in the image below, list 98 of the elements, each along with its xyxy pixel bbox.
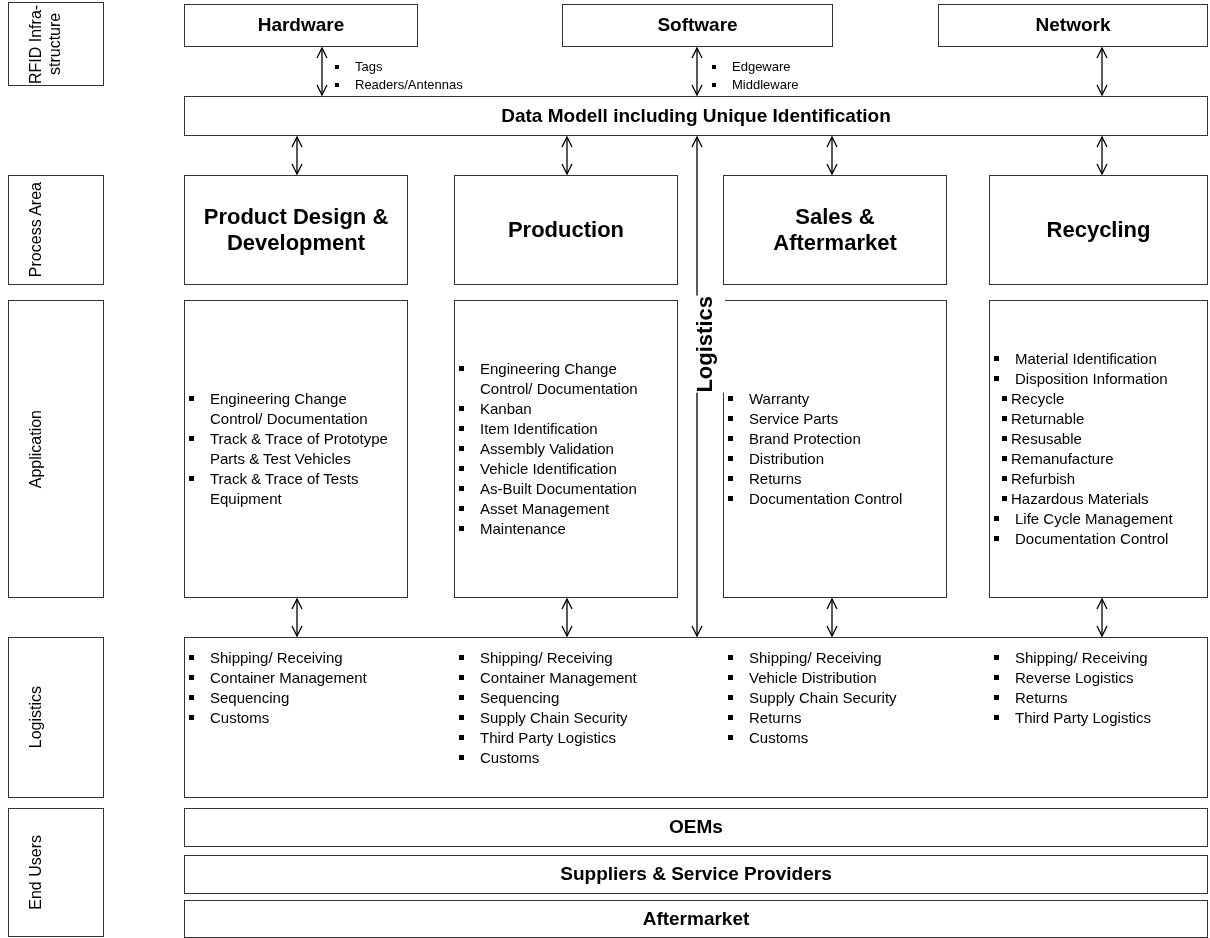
list-item: Hazardous Materials [1011,489,1149,509]
label-box [938,4,1208,47]
label-box [184,808,1208,847]
list-item: Customs [480,748,540,768]
list-item: Shipping/ Receiving [480,648,613,668]
list-box [184,637,1208,798]
label-box [184,4,418,47]
box-title: Recycling [1046,217,1151,243]
list-item: Resusable [1011,429,1082,449]
double-arrow [316,47,328,96]
list-item: Service Parts [749,409,839,429]
list-item: Warranty [749,389,810,409]
list-item: Returns [749,469,802,489]
label-box [989,175,1208,285]
row-header-box [8,300,104,598]
list-item: Engineering Change Control/ Documentation [480,359,639,399]
row-label: RFID Infra- structure [26,3,64,85]
list-item: Vehicle Identification [480,459,617,479]
list-item: Documentation Control [1015,529,1169,549]
box-title: Network [1035,13,1111,38]
box-title: OEMs [669,815,723,840]
list-box [723,300,947,598]
list-item: Distribution [749,449,825,469]
list-item: Shipping/ Receiving [210,648,343,668]
double-arrow [561,598,573,637]
list-item: Asset Management [480,499,610,519]
list-item: Brand Protection [749,429,861,449]
list-item: Vehicle Distribution [749,668,877,688]
box-title: Product Design & Development [202,204,390,256]
box-title: Production [507,217,625,243]
list-item: Track & Trace of Tests Equipment [210,469,360,509]
list-item: Container Management [480,668,637,688]
list-item: Third Party Logistics [1015,708,1151,728]
label-box [184,855,1208,894]
list-item: Returns [1015,688,1068,708]
list-item: Refurbish [1011,469,1076,489]
row-label: Logistics [26,686,45,749]
list-item: Assembly Validation [480,439,614,459]
arrow-note: Middleware [732,77,799,93]
list-item: Documentation Control [749,489,903,509]
list-item: Supply Chain Security [480,708,628,728]
list-item: Life Cycle Management [1015,509,1173,529]
list-box [454,300,678,598]
box-title: Hardware [257,13,345,38]
box-title: Suppliers & Service Providers [560,862,832,887]
list-item: Customs [210,708,270,728]
list-item: Third Party Logistics [480,728,616,748]
list-item: Container Management [210,668,367,688]
list-item: Shipping/ Receiving [1015,648,1148,668]
double-arrow [826,136,838,175]
list-item: As-Built Documentation [480,479,637,499]
list-item: Sequencing [480,688,560,708]
list-item: Reverse Logistics [1015,668,1134,688]
list-item: Track & Trace of Prototype Parts & Test Vehicles [210,429,389,469]
double-arrow [1096,598,1108,637]
list-item: Shipping/ Receiving [749,648,882,668]
list-item: Sequencing [210,688,290,708]
list-item: Recycle [1011,389,1065,409]
double-arrow [826,598,838,637]
double-arrow [1096,136,1108,175]
list-item: Remanufacture [1011,449,1114,469]
list-item: Engineering Change Control/ Documentation [210,389,369,429]
double-arrow [291,136,303,175]
row-header-box [8,808,104,937]
arrow-note: Tags [355,59,383,75]
double-arrow [291,598,303,637]
box-title: Data Modell including Unique Identification [501,103,891,128]
double-arrow [561,136,573,175]
double-arrow [1096,47,1108,96]
list-item: Disposition Information [1015,369,1168,389]
label-box [184,175,408,285]
row-label: Process Area [26,182,45,278]
list-item: Returnable [1011,409,1085,429]
label-box [562,4,833,47]
row-label: End Users [26,835,45,910]
list-item: Customs [749,728,809,748]
list-item: Item Identification [480,419,598,439]
box-title: Sales & Aftermarket [772,204,898,256]
row-header-box [8,175,104,285]
label-box [184,96,1208,136]
row-header-box [8,637,104,798]
row-label: Application [26,409,45,489]
list-item: Supply Chain Security [749,688,897,708]
row-header-box [8,2,104,86]
box-title: Aftermarket [642,906,750,931]
double-arrow [691,47,703,96]
label-box [723,175,947,285]
label-box [454,175,678,285]
list-box [989,300,1208,598]
list-box [184,300,408,598]
list-item: Kanban [480,399,532,419]
list-item: Material Identification [1015,349,1157,369]
box-title: Software [657,13,738,38]
arrow-note: Edgeware [732,59,791,75]
list-item: Maintenance [480,519,566,539]
list-item: Returns [749,708,802,728]
label-box [184,900,1208,938]
arrow-note: Readers/Antennas [355,77,463,93]
